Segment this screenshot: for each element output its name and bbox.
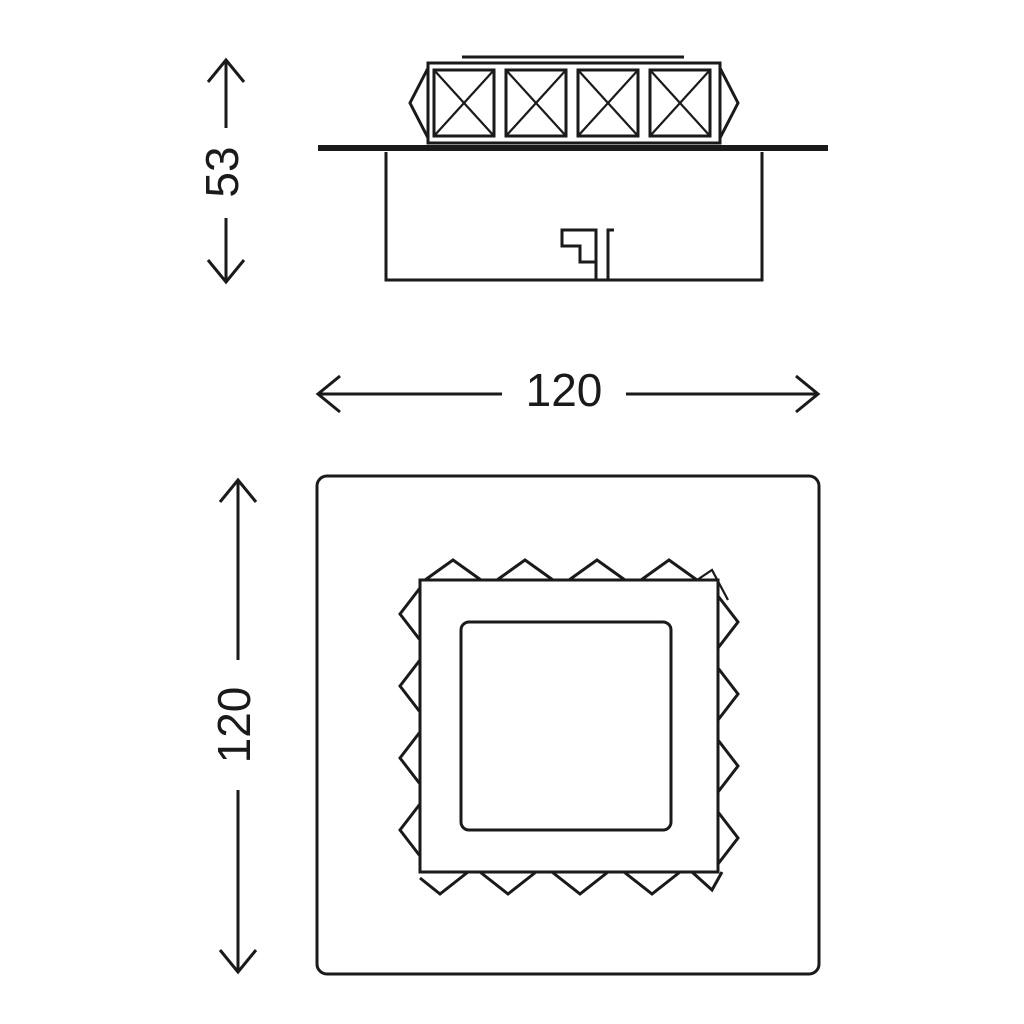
inner-glass — [459, 620, 673, 832]
crystal-teeth-left — [398, 587, 422, 857]
side-view — [318, 55, 828, 282]
height-dimension: 53 — [196, 57, 248, 285]
top-view — [315, 474, 821, 976]
height-label: 53 — [196, 146, 248, 197]
width-label: 120 — [526, 364, 603, 416]
crystal-cells — [432, 68, 712, 138]
depth-label: 120 — [208, 687, 260, 764]
depth-dimension: 120 — [208, 477, 260, 975]
width-dimension: 120 — [315, 364, 821, 416]
crystal-teeth-bottom — [419, 870, 724, 896]
base-housing — [384, 152, 764, 282]
crystal-teeth-top — [424, 558, 729, 601]
outer-plate — [315, 474, 821, 976]
keyhole-slot — [560, 228, 614, 280]
crystal-band-side — [408, 55, 740, 145]
crystal-teeth-right — [716, 595, 740, 865]
